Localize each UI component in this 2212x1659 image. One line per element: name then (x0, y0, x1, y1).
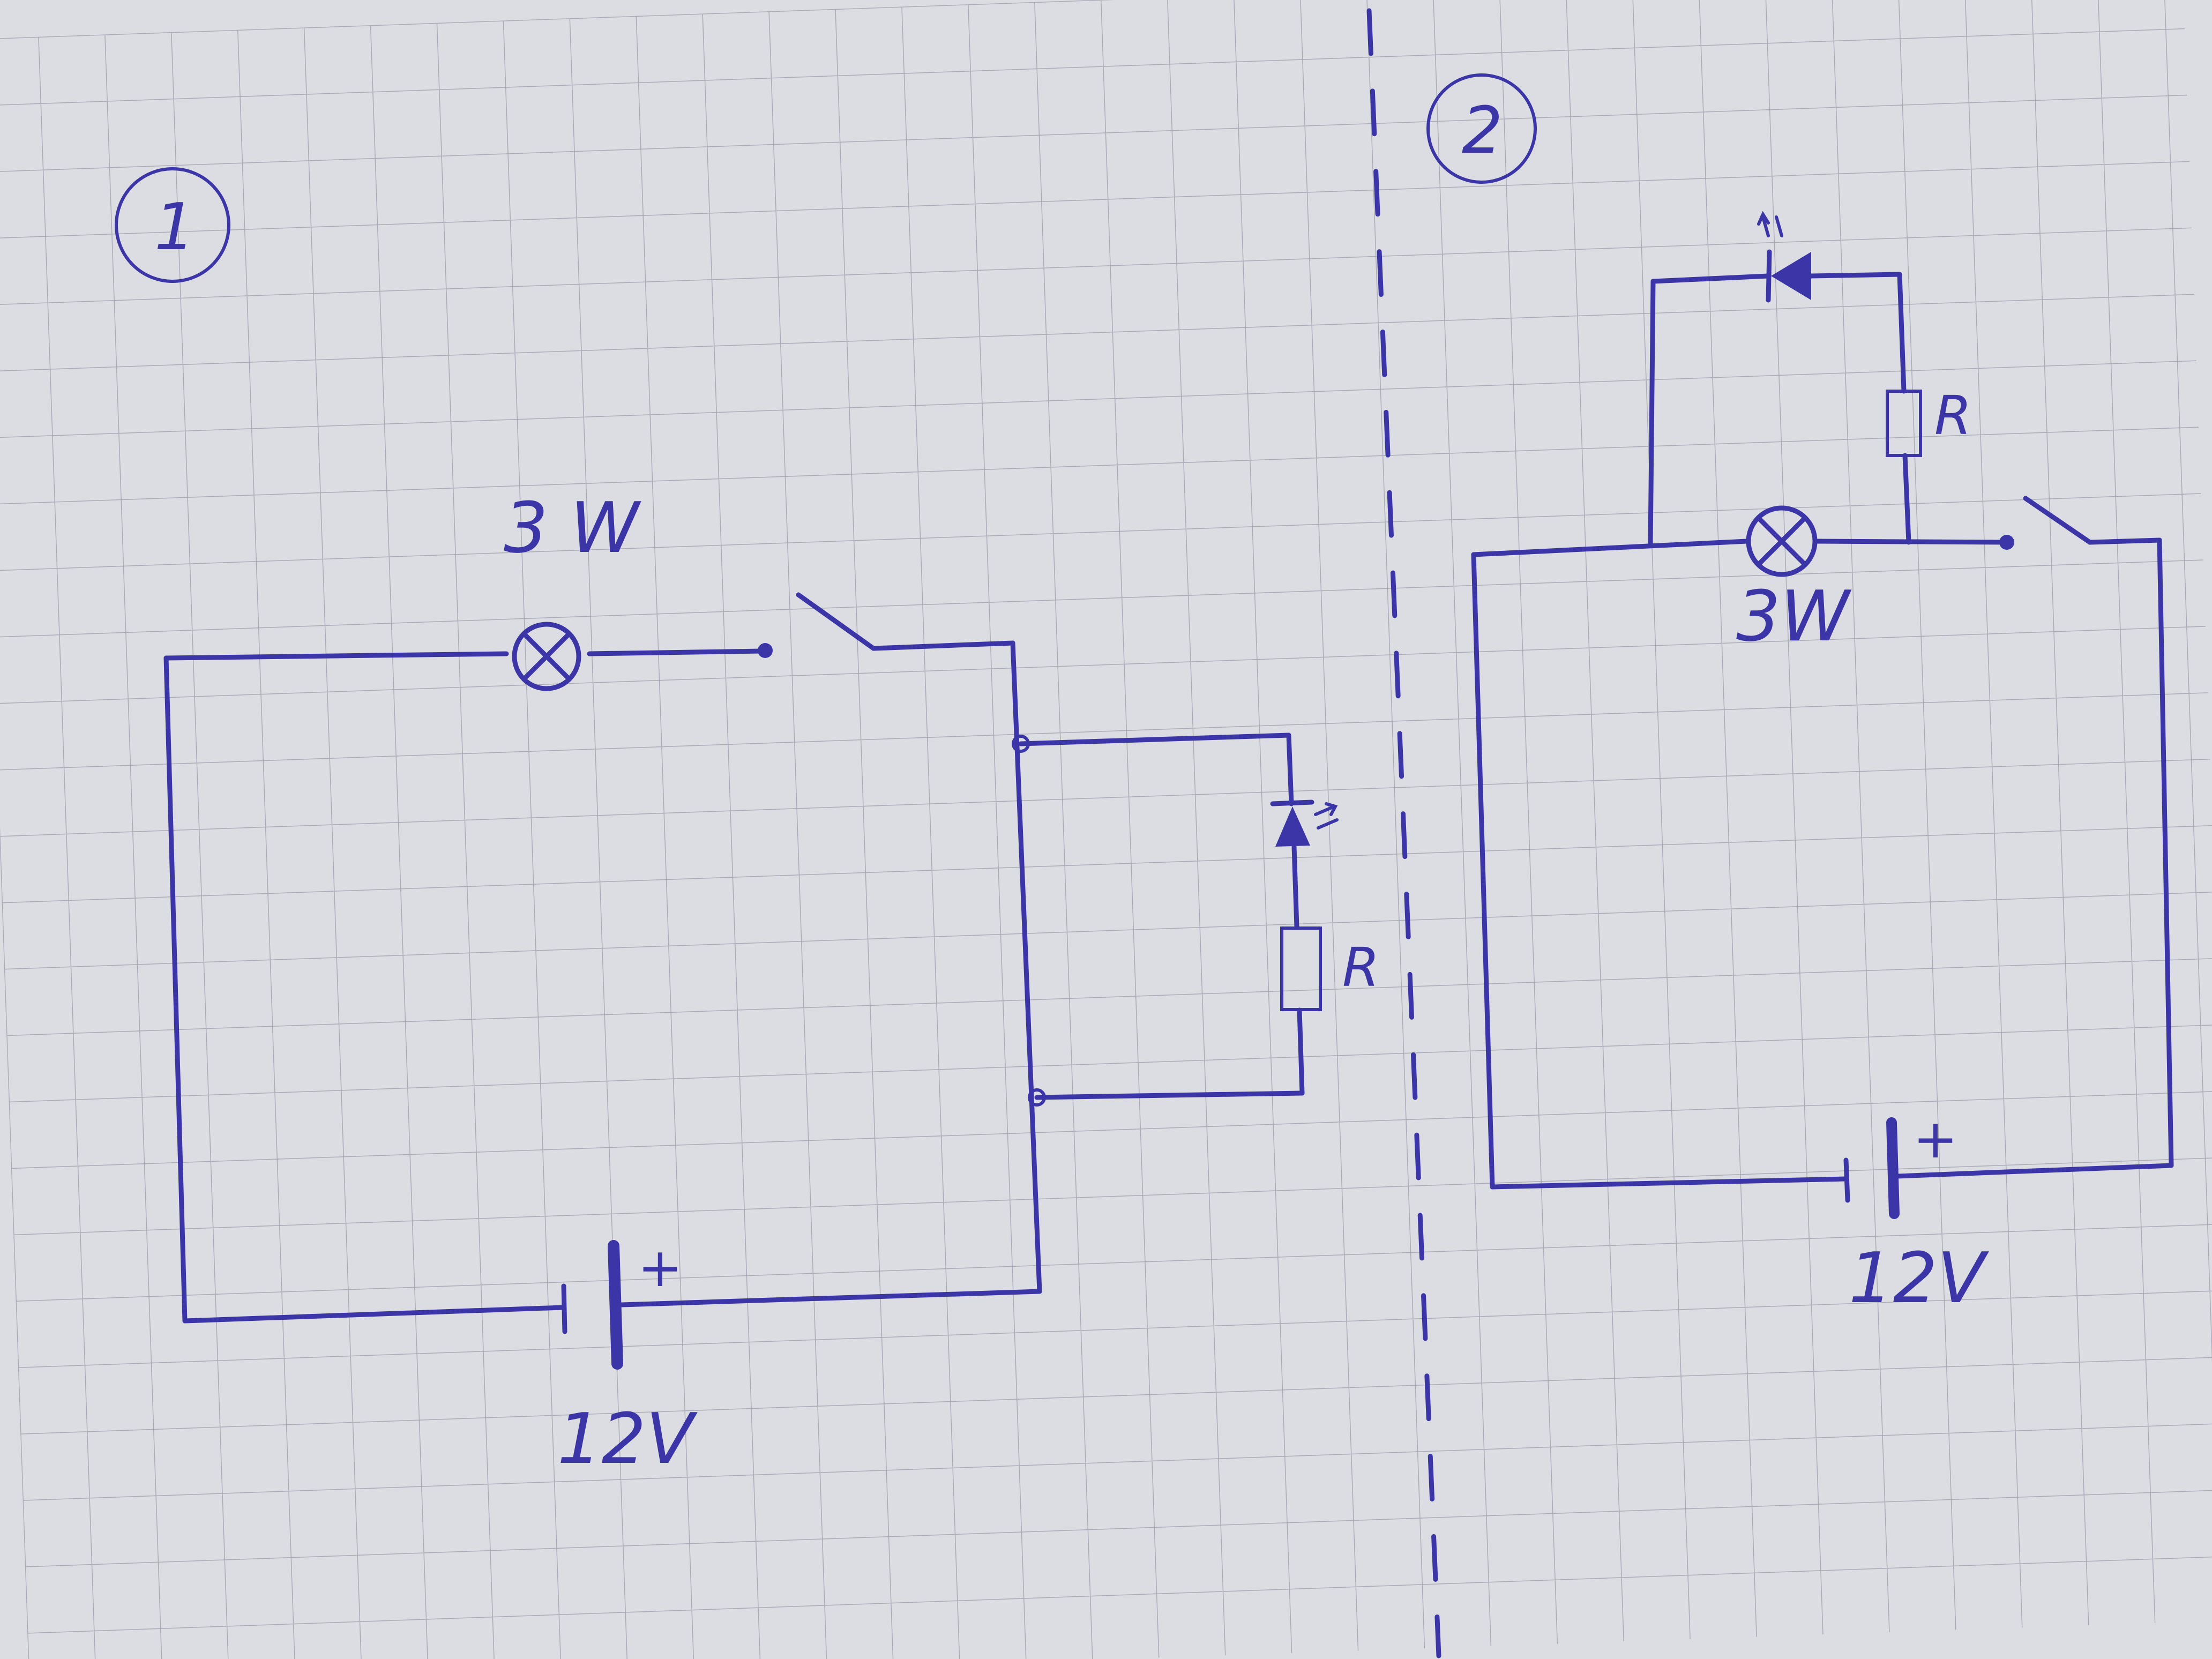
circuit-1-battery-label: 12V (557, 1398, 698, 1479)
circuit-2-led-bar (1766, 249, 1772, 303)
circuit-1-led (1270, 799, 1339, 847)
circuit-2-branch-right-wire-upper (1897, 272, 1907, 394)
circuit-2-lamp-to-node-wire (1814, 539, 2009, 545)
circuit-2-branch-left-wire (1648, 279, 1656, 547)
circuit-1-branch-top-wire (1018, 733, 1291, 746)
circuit-2-resistor-body (1886, 390, 1922, 457)
circuit-1-branch-right-wire-middle (1291, 844, 1299, 930)
circuit-1-number: 1 (154, 190, 195, 265)
dashed-divider (1366, 8, 1441, 1658)
circuit-2-lamp-label: 3W (1736, 576, 1852, 657)
circuit-1-top-left-wire (163, 651, 509, 661)
circuit-1-number-badge: 1 (115, 167, 230, 283)
circuit-2-lamp-circle (1746, 505, 1818, 577)
circuit-2-switch-lever (2023, 496, 2093, 545)
circuit-1-led-triangle (1275, 806, 1310, 847)
circuit-2-branch-right-wire-lower (1902, 453, 1911, 545)
circuit-1-lamp: 3 W (504, 487, 641, 691)
circuit-1-lamp-to-switch-wire (587, 648, 764, 656)
circuit-2-bottom-left-wire (1490, 1176, 1849, 1190)
circuit-1-switch-lever (796, 592, 876, 651)
circuit-1-left-vertical-wire (163, 655, 188, 1324)
circuit-2-resistor-label: R (1934, 384, 1971, 447)
circuit-1-battery-long-plate (608, 1240, 623, 1370)
circuit-1-number-circle (115, 167, 230, 283)
circuit-1-branch-bottom-wire (1034, 1090, 1305, 1100)
circuit-1-switch-contact (758, 643, 773, 658)
circuit-2-branch-top-right-wire (1809, 272, 1902, 279)
circuit-1-battery-short-plate (561, 1283, 567, 1334)
circuit-1-resistor-label: R (1342, 936, 1379, 999)
circuit-1-switch-right-wire (871, 640, 1015, 651)
circuit-2-bottom-right-wire (1894, 1163, 2174, 1179)
circuit-2-switch-right-wire (2087, 537, 2162, 545)
circuit-1-lamp-cross (521, 631, 572, 682)
circuit-2-lamp-cross (1756, 515, 1807, 567)
circuit-1-resistor-body (1280, 926, 1322, 1011)
circuit-1-lamp-circle (512, 622, 581, 691)
circuit-2-led-triangle (1771, 252, 1811, 300)
circuit-2-right-vertical-wire (2157, 537, 2174, 1168)
circuit-1-led-light-arrows (1314, 802, 1339, 829)
circuit-2-battery: + 12V (1843, 1108, 1989, 1319)
circuit-2-switch-contact (1999, 535, 2014, 550)
circuit-2-battery-short-plate (1843, 1157, 1850, 1203)
circuit-2-number-circle (1426, 73, 1537, 184)
circuit-2-battery-plus: + (1913, 1108, 1958, 1170)
circuit-2-top-left-wire (1471, 539, 1750, 557)
circuit-1-bottom-right-wire (619, 1289, 1042, 1307)
circuit-2-left-vertical-wire (1471, 552, 1495, 1190)
circuit-2-branch-top-left-wire (1650, 273, 1771, 284)
circuit-1-lamp-label: 3 W (504, 487, 641, 569)
circuit-1-branch-right-wire-lower (1297, 1007, 1305, 1096)
circuit-2-led-light-arrows (1757, 211, 1783, 237)
circuit-2-battery-long-plate (1886, 1117, 1900, 1219)
circuit-2-lamp: 3W (1736, 505, 1852, 657)
circuit-2-led (1757, 211, 1811, 303)
circuit-1-bottom-left-wire (182, 1305, 565, 1324)
circuit-2-resistor: R (1886, 384, 1971, 457)
circuit-1-battery-plus: + (638, 1236, 683, 1299)
circuit-1-branch-right-wire-upper (1286, 733, 1294, 806)
circuit-1: 1 3 W R (115, 167, 1379, 1479)
circuit-1-resistor: R (1280, 926, 1379, 1011)
circuit-1-battery: + 12V (557, 1236, 698, 1479)
circuit-1-led-bar (1270, 799, 1314, 806)
circuit-2-number-badge: 2 (1426, 73, 1537, 184)
circuit-2-number: 2 (1462, 94, 1503, 168)
circuit-2-battery-label: 12V (1849, 1237, 1989, 1319)
circuit-2: 2 3W R (1426, 73, 2174, 1319)
